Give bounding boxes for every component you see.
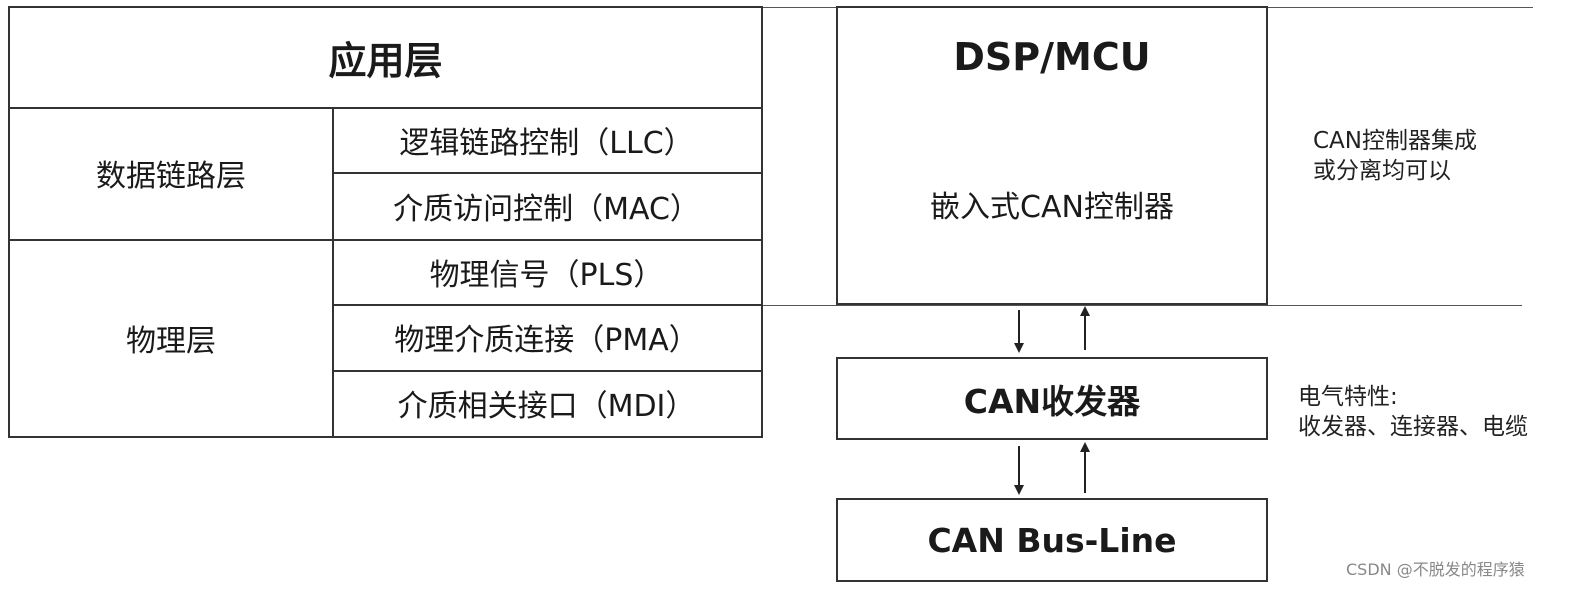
llc-label: 逻辑链路控制（LLC） [399,125,694,161]
pma-label: 物理介质连接（PMA） [394,323,699,358]
electrical-note-line1: 电气特性: [1298,384,1398,410]
application-layer-label: 应用层 [328,39,443,83]
electrical-note-line2: 收发器、连接器、电缆 [1298,414,1528,440]
pma-cell: 物理介质连接（PMA） [332,304,763,372]
llc-cell: 逻辑链路控制（LLC） [332,107,763,174]
controller-note: CAN控制器集成 或分离均可以 [1313,126,1477,186]
can-bus-line-label: CAN Bus-Line [927,520,1177,560]
physical-layer-cell: 物理层 [8,239,334,438]
mac-label: 介质访问控制（MAC） [393,191,700,227]
middle-divider-line [763,305,1522,306]
can-transceiver-label: CAN收发器 [963,381,1141,421]
controller-note-line2: 或分离均可以 [1313,158,1451,184]
data-link-layer-cell: 数据链路层 [8,107,334,241]
can-bus-line-box: CAN Bus-Line [836,498,1268,582]
embedded-can-controller-label: 嵌入式CAN控制器 [930,190,1174,225]
watermark-text: CSDN @不脱发的程序猿 [1346,560,1525,579]
pls-label: 物理信号（PLS） [429,257,664,293]
mdi-label: 介质相关接口（MDI） [397,389,696,424]
electrical-note: 电气特性: 收发器、连接器、电缆 [1298,382,1528,442]
dsp-mcu-box: DSP/MCU [836,6,1268,107]
dsp-mcu-label: DSP/MCU [953,34,1151,79]
pls-cell: 物理信号（PLS） [332,239,763,306]
mac-cell: 介质访问控制（MAC） [332,172,763,241]
embedded-can-controller-box: 嵌入式CAN控制器 [836,105,1268,305]
physical-layer-label: 物理层 [126,323,216,359]
data-link-layer-label: 数据链路层 [96,159,246,194]
controller-note-line1: CAN控制器集成 [1313,128,1477,154]
mdi-cell: 介质相关接口（MDI） [332,370,763,438]
can-transceiver-box: CAN收发器 [836,357,1268,440]
application-layer-cell: 应用层 [8,6,763,109]
